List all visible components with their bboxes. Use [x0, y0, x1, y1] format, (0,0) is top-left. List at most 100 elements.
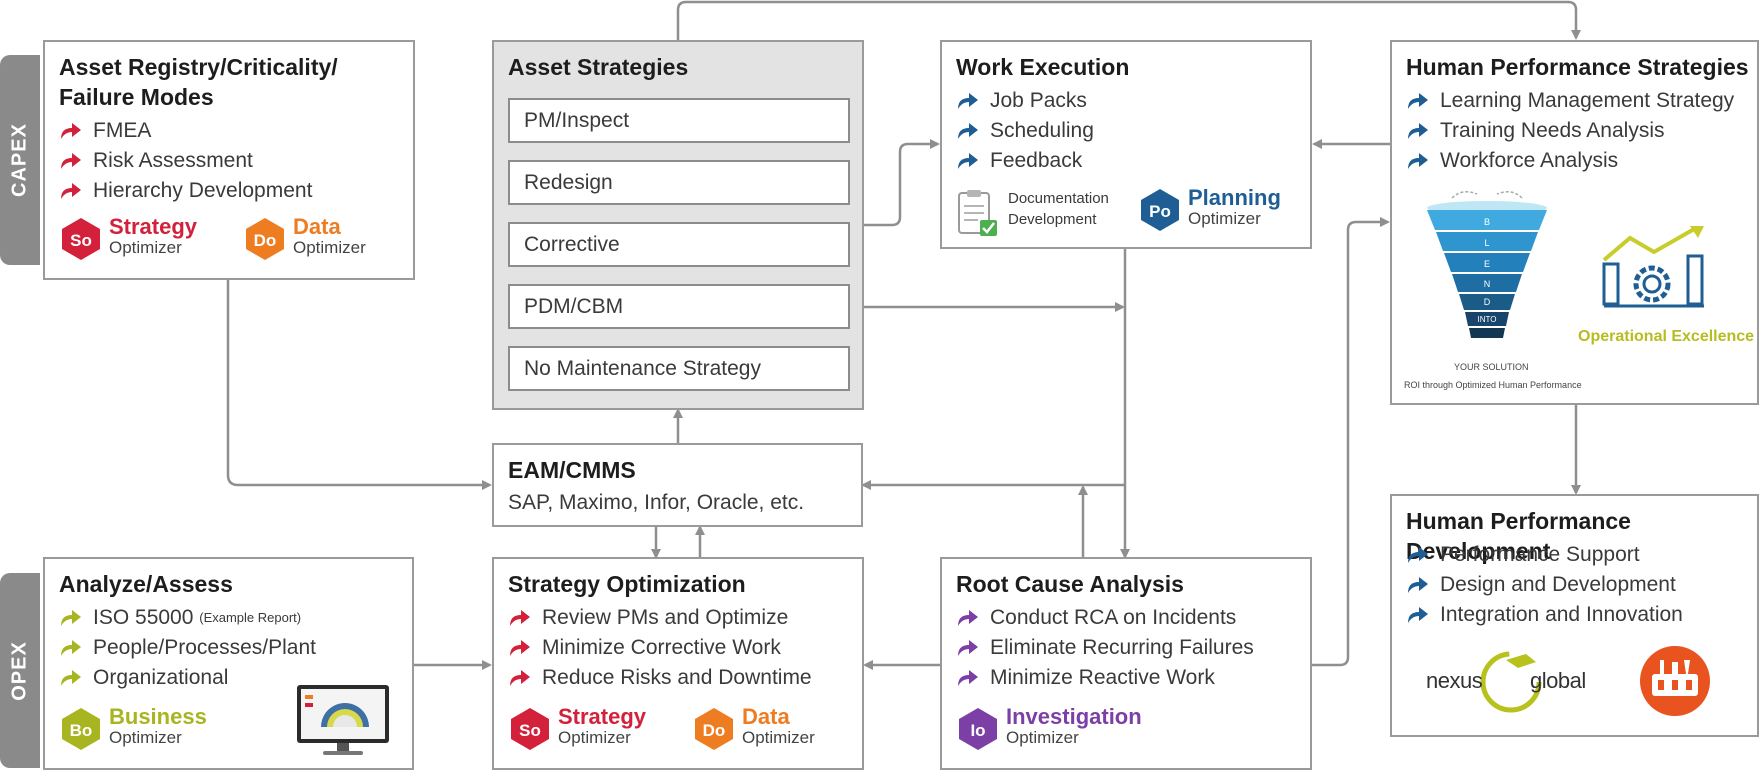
nexus-text: nexus	[1426, 668, 1483, 693]
blue-arrow-icon	[1408, 93, 1428, 109]
work-execution-title: Work Execution	[956, 54, 1130, 80]
funnel-letter: B	[1484, 217, 1490, 227]
funnel-letter: N	[1484, 279, 1491, 289]
svg-text:Po: Po	[1149, 202, 1171, 221]
nexus-global-logo: nexus global	[1426, 646, 1596, 716]
red-arrow-icon	[510, 640, 530, 656]
list-item: Integration and Innovation	[1406, 600, 1683, 630]
opex-label: OPEX	[8, 640, 31, 701]
list-item: Hierarchy Development	[59, 176, 312, 206]
strategy-item-pdm-cbm: PDM/CBM	[508, 284, 850, 329]
rca-title: Root Cause Analysis	[956, 571, 1184, 597]
list-item: Design and Development	[1406, 570, 1683, 600]
list-item: Performance Support	[1406, 540, 1683, 570]
asset-registry-box: Asset Registry/Criticality/ Failure Mode…	[43, 40, 415, 280]
example-report-note: (Example Report)	[199, 610, 302, 625]
strategy-optimizer-logo: So Strategy Optimizer	[508, 705, 646, 751]
list-item: Review PMs and Optimize	[508, 603, 812, 633]
work-execution-box: Work Execution Job Packs Scheduling Feed…	[940, 40, 1312, 249]
svg-text:Do: Do	[254, 231, 277, 250]
strategy-optimizer-logo: So Strategy Optimizer	[59, 215, 197, 261]
funnel-caption-2: ROI through Optimized Human Performance	[1404, 380, 1582, 390]
rca-list: Conduct RCA on Incidents Eliminate Recur…	[956, 603, 1254, 693]
human-performance-development-box: Human Performance Development Performanc…	[1390, 494, 1759, 737]
tools-badge-icon	[1640, 646, 1710, 716]
data-optimizer-logo: Do Data Optimizer	[243, 215, 366, 261]
asset-strategies-title: Asset Strategies	[508, 54, 689, 80]
asset-registry-list: FMEA Risk Assessment Hierarchy Developme…	[59, 116, 312, 206]
funnel-letter: E	[1484, 259, 1490, 269]
green-arrow-icon	[61, 640, 81, 656]
blue-arrow-icon	[1408, 607, 1428, 623]
strategy-optimization-title: Strategy Optimization	[508, 571, 746, 597]
strategy-item-pm-inspect: PM/Inspect	[508, 98, 850, 143]
so-hex-icon: So	[511, 708, 549, 750]
investigation-optimizer-logo: Io Investigation Optimizer	[956, 705, 1142, 751]
analyze-assess-box: Analyze/Assess ISO 55000 (Example Report…	[43, 557, 414, 770]
capex-tab: CAPEX	[0, 55, 40, 265]
clipboard-check-icon	[958, 190, 997, 236]
list-item: Training Needs Analysis	[1406, 116, 1734, 146]
planning-optimizer-logo: Po Planning Optimizer	[1138, 186, 1281, 232]
blue-arrow-icon	[1408, 547, 1428, 563]
svg-text:So: So	[70, 231, 92, 250]
svg-text:So: So	[519, 721, 541, 740]
capex-label: CAPEX	[8, 123, 31, 197]
funnel-letter: L	[1484, 238, 1489, 248]
svg-text:Io: Io	[970, 721, 985, 740]
list-item: Minimize Reactive Work	[956, 663, 1254, 693]
list-item: Minimize Corrective Work	[508, 633, 812, 663]
asset-strategies-box: Asset Strategies PM/Inspect Redesign Cor…	[492, 40, 864, 410]
red-arrow-icon	[510, 610, 530, 626]
blue-arrow-icon	[1408, 153, 1428, 169]
blue-arrow-icon	[958, 93, 978, 109]
list-item: Feedback	[956, 146, 1094, 176]
list-item: Workforce Analysis	[1406, 146, 1734, 176]
purple-arrow-icon	[958, 670, 978, 686]
bo-hex-icon: Bo	[62, 708, 100, 750]
red-arrow-icon	[61, 183, 81, 199]
list-item: Job Packs	[956, 86, 1094, 116]
hpd-title: Human Performance Development	[1406, 508, 1631, 564]
red-arrow-icon	[510, 670, 530, 686]
po-hex-icon: Po	[1141, 189, 1179, 231]
blue-arrow-icon	[958, 123, 978, 139]
documentation-development-label: Documentation Development	[1008, 190, 1109, 228]
analyze-title: Analyze/Assess	[59, 571, 233, 597]
green-arrow-icon	[61, 610, 81, 626]
list-item: Organizational	[59, 663, 316, 693]
eam-subtitle: SAP, Maximo, Infor, Oracle, etc.	[508, 491, 805, 514]
eam-cmms-box: EAM/CMMS SAP, Maximo, Infor, Oracle, etc…	[492, 443, 863, 527]
strategy-optimization-box: Strategy Optimization Review PMs and Opt…	[492, 557, 864, 770]
global-text: global	[1530, 668, 1586, 693]
data-optimizer-logo: Do Data Optimizer	[692, 705, 815, 751]
funnel-letter: INTO	[1478, 315, 1497, 324]
green-arrow-icon	[61, 670, 81, 686]
list-item: Risk Assessment	[59, 146, 312, 176]
operational-excellence-label: Operational Excellence	[1578, 328, 1755, 345]
list-item: ISO 55000 (Example Report)	[59, 603, 316, 633]
do-hex-icon: Do	[695, 708, 733, 750]
blue-arrow-icon	[1408, 577, 1428, 593]
list-item: Eliminate Recurring Failures	[956, 633, 1254, 663]
monitor-report-icon	[297, 685, 389, 755]
nexus-swoosh-icon	[1480, 651, 1542, 713]
purple-arrow-icon	[958, 640, 978, 656]
analyze-list: ISO 55000 (Example Report) People/Proces…	[59, 603, 316, 693]
hps-title: Human Performance Strategies	[1406, 54, 1749, 80]
operational-excellence-icon	[1602, 226, 1704, 308]
hpd-list: Performance Support Design and Developme…	[1406, 540, 1683, 630]
hps-list: Learning Management Strategy Training Ne…	[1406, 86, 1734, 176]
strategy-item-no-maintenance: No Maintenance Strategy	[508, 346, 850, 391]
business-optimizer-logo: Bo Business Optimizer	[59, 705, 207, 751]
list-item: Reduce Risks and Downtime	[508, 663, 812, 693]
red-arrow-icon	[61, 153, 81, 169]
human-performance-strategies-box: Human Performance Strategies Learning Ma…	[1390, 40, 1759, 405]
work-execution-list: Job Packs Scheduling Feedback	[956, 86, 1094, 176]
list-item: Learning Management Strategy	[1406, 86, 1734, 116]
list-item: FMEA	[59, 116, 312, 146]
blue-arrow-icon	[958, 153, 978, 169]
strategy-item-corrective: Corrective	[508, 222, 850, 267]
so-hex-icon: So	[62, 218, 100, 260]
